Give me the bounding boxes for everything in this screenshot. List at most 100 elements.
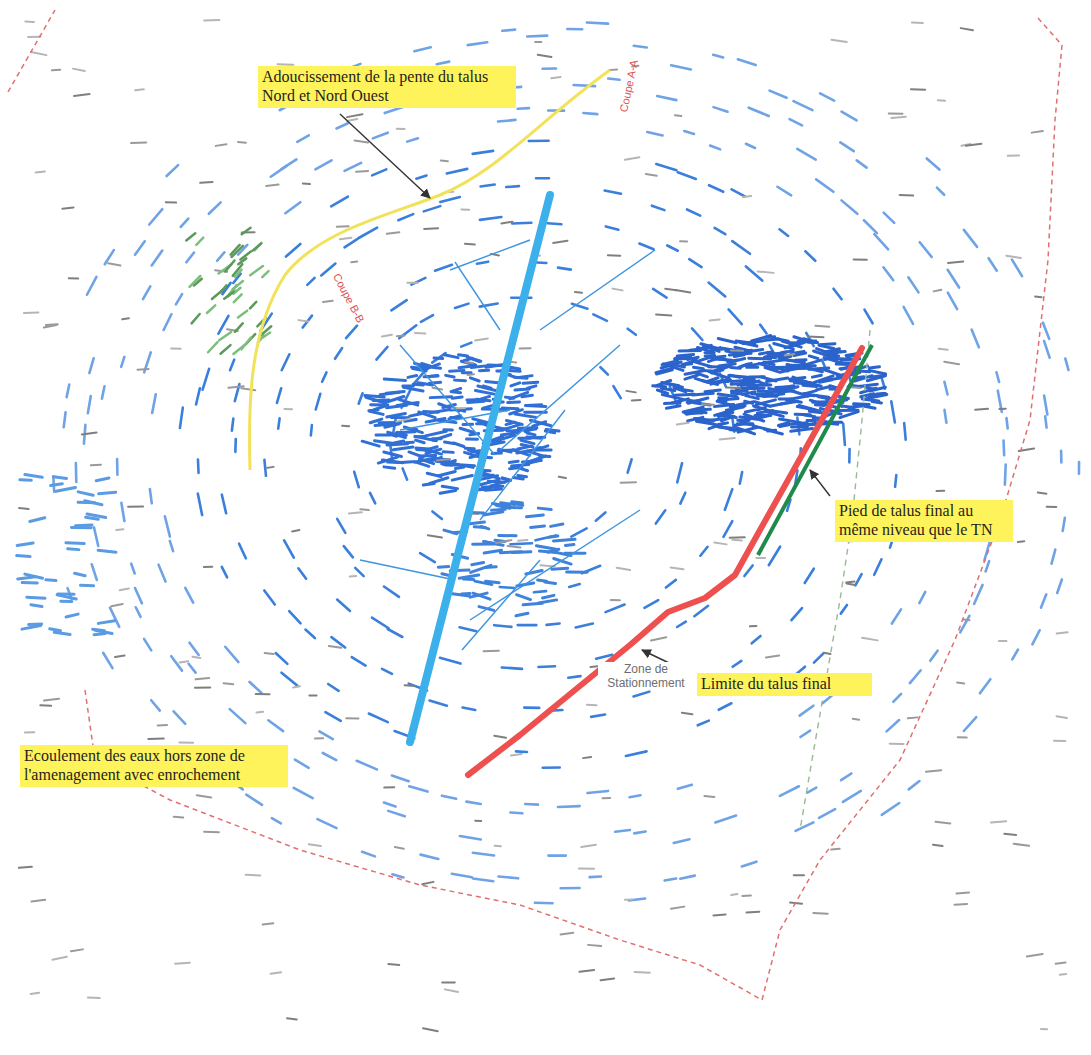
contour-dash [889, 113, 903, 115]
contour-dash [384, 587, 399, 597]
contour-dash [403, 387, 423, 391]
contour-dash [1035, 295, 1041, 298]
contour-dash [646, 174, 657, 176]
contour-dash [430, 395, 451, 399]
contour-dash [861, 388, 876, 392]
contour-dash [1006, 256, 1021, 258]
contour-dash [812, 375, 821, 377]
contour-dash [135, 241, 145, 255]
contour-dash [392, 775, 409, 781]
contour-dash [225, 647, 238, 662]
contour-dash [430, 701, 447, 706]
contour-dash [444, 530, 457, 534]
contour-dash [336, 123, 347, 128]
contour-dash [171, 656, 182, 670]
contour-dash [869, 370, 886, 374]
contour-dash [698, 408, 710, 411]
contour-dash [204, 831, 219, 834]
contour-dash [89, 358, 93, 373]
contour-dash [853, 718, 859, 721]
contour-dash [356, 170, 368, 173]
contour-dash [25, 20, 34, 23]
contour-dash [639, 244, 653, 250]
contour-dash [370, 493, 375, 504]
contour-dash [340, 238, 351, 240]
contour-dash [241, 337, 250, 349]
contour-dash [698, 721, 709, 726]
contour-dash [510, 811, 522, 814]
contour-dash [78, 492, 93, 495]
contour-dash [496, 540, 511, 543]
contour-dash [745, 401, 753, 403]
contour-dash [531, 526, 545, 528]
contour-dash [743, 196, 751, 197]
contour-dash [721, 417, 732, 421]
contour-dash [122, 317, 129, 320]
contour-dash [116, 459, 119, 475]
contour-dash [651, 637, 666, 640]
contour-dash [580, 970, 595, 972]
contour-dash [391, 300, 406, 310]
contour-dash [212, 289, 223, 299]
contour-dash [435, 265, 452, 271]
contour-dash [158, 724, 167, 726]
contour-dash [25, 731, 34, 733]
contour-dash [569, 584, 580, 587]
contour-dash [25, 474, 42, 477]
contour-dash [197, 795, 211, 797]
contour-dash [495, 845, 501, 847]
contour-dash [441, 159, 448, 162]
contour-dash [516, 750, 527, 753]
contour-dash [684, 131, 694, 134]
contour-dash [558, 805, 580, 808]
contour-dash [265, 653, 274, 654]
contour-dash [1044, 395, 1047, 414]
contour-dash [498, 876, 518, 878]
contour-dash [972, 330, 979, 348]
contour-dash [744, 380, 753, 383]
contour-dash [765, 429, 783, 434]
contour-dash [718, 394, 737, 397]
contour-dash [708, 358, 717, 361]
contour-dash [442, 796, 456, 799]
contour-dash [538, 508, 551, 509]
contour-dash [52, 69, 60, 72]
contour-dash [328, 684, 338, 691]
contour-dash [322, 372, 326, 381]
contour-dash [390, 446, 392, 458]
contour-dash [437, 459, 450, 460]
contour-dash [819, 809, 835, 818]
contour-dash [292, 530, 299, 531]
contour-dash [991, 821, 1006, 822]
contour-dash [494, 625, 511, 627]
contour-dash [804, 415, 815, 417]
contour-dash [798, 340, 816, 343]
contour-dash [108, 263, 120, 265]
contour-dash [455, 304, 468, 308]
contour-dash [628, 329, 636, 335]
contour-dash [543, 67, 556, 70]
contour-dash [196, 238, 203, 245]
contour-dash [219, 332, 231, 340]
contour-dash [780, 786, 799, 796]
contour-dash [360, 508, 369, 511]
contour-dash [667, 245, 678, 250]
contour-dash [337, 225, 349, 227]
contour-dash [841, 200, 857, 213]
contour-dash [170, 541, 173, 551]
contour-dash [167, 165, 179, 176]
contour-dash [766, 656, 779, 658]
contour-dash [98, 550, 116, 552]
contour-dash [710, 320, 720, 321]
contour-dash [847, 583, 855, 585]
contour-dash [920, 242, 932, 257]
contour-dash [388, 432, 406, 437]
contour-dash [1008, 154, 1019, 156]
contour-dash [452, 476, 472, 481]
contour-dash [687, 209, 700, 215]
contour-dash [516, 613, 528, 616]
contour-dash [31, 605, 42, 607]
contour-dash [437, 62, 450, 65]
contour-dash [808, 336, 824, 339]
contour-dash [833, 289, 841, 300]
